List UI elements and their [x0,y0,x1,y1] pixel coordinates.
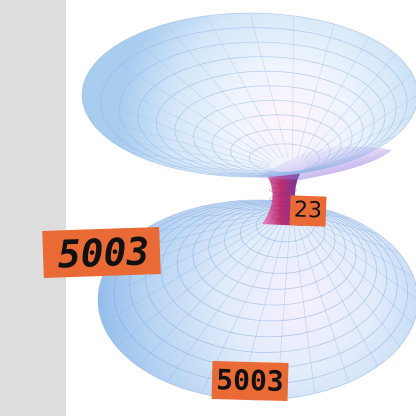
left-label: 5003 [42,226,161,279]
throat-label: 23 [289,195,327,227]
wormhole-surface [81,12,416,401]
upper-funnel [81,12,416,180]
left-gray-panel [0,0,66,416]
bottom-label: 5003 [211,361,289,401]
